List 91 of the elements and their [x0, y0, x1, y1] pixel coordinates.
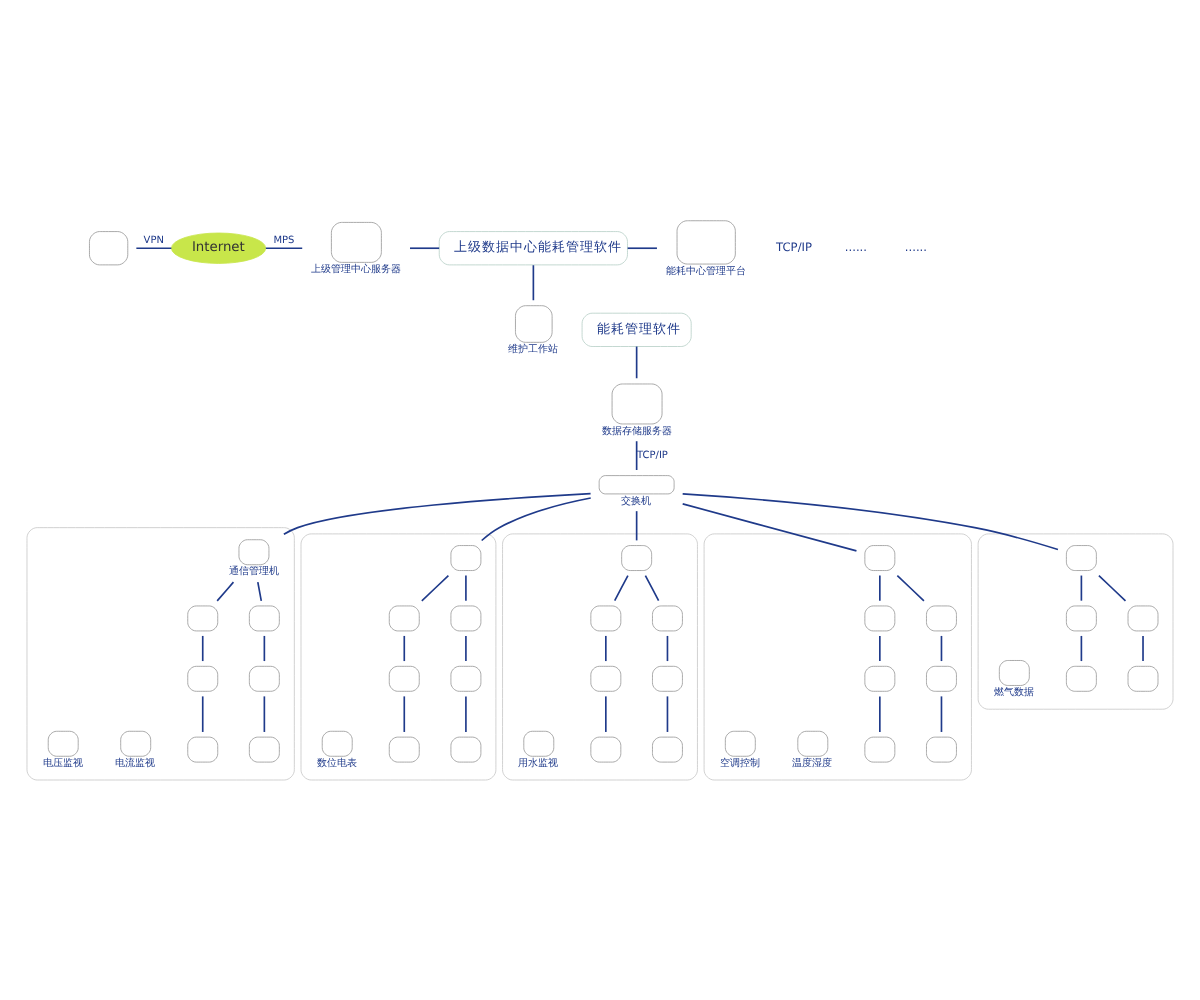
connector [635, 439, 638, 470]
connector [283, 491, 592, 535]
node-box [598, 474, 675, 494]
node-box [676, 219, 736, 264]
node-box [1127, 664, 1159, 691]
node-box [864, 604, 896, 631]
connector [135, 246, 173, 249]
node-box [450, 604, 482, 631]
connector [666, 694, 669, 732]
connector [681, 502, 858, 551]
node-box [797, 729, 829, 756]
node-box [1066, 664, 1097, 691]
connector [201, 634, 204, 661]
connector [644, 573, 660, 601]
connector [635, 509, 638, 541]
connector [465, 694, 467, 732]
node-box [321, 729, 353, 756]
cluster [703, 532, 972, 780]
node-box [248, 664, 280, 691]
node-box [515, 304, 553, 342]
node-box [248, 604, 280, 631]
node-box [388, 604, 420, 631]
connector [465, 573, 467, 601]
connector [263, 634, 266, 661]
connector [940, 694, 943, 732]
node-box [652, 664, 683, 691]
node-box [864, 735, 896, 762]
node-box [120, 729, 152, 756]
connector [879, 573, 881, 601]
node-box [89, 230, 129, 265]
connector [626, 246, 658, 249]
node-box [1127, 604, 1159, 631]
connector [216, 580, 235, 601]
node-box [1066, 544, 1097, 570]
cluster [26, 526, 295, 780]
connector [263, 694, 266, 732]
node-box [652, 735, 683, 762]
connector [635, 344, 638, 379]
connector [681, 492, 1059, 550]
node-box [450, 735, 482, 762]
connector [421, 573, 450, 601]
node-box [998, 659, 1030, 685]
node-box [864, 544, 896, 570]
connector [1080, 573, 1083, 601]
connector [256, 580, 263, 601]
connector [1098, 573, 1127, 601]
connector [613, 573, 629, 601]
node-box [621, 544, 653, 570]
connector [532, 263, 535, 301]
node-box [590, 735, 622, 762]
cluster [502, 532, 698, 780]
node-box [331, 221, 382, 262]
node-box [248, 735, 280, 762]
node-box [926, 604, 957, 631]
node-box [388, 735, 420, 762]
node-box [238, 538, 270, 565]
node-box [450, 544, 482, 570]
node-box [652, 604, 683, 631]
connector [409, 246, 440, 249]
connector [265, 246, 304, 249]
connector [201, 694, 204, 732]
node-box [450, 664, 482, 691]
cluster [300, 532, 497, 780]
node-box [864, 664, 896, 691]
node-box [926, 735, 957, 762]
connector [480, 496, 592, 541]
connector [666, 634, 669, 661]
connector [1142, 634, 1144, 661]
connector [605, 634, 607, 661]
connector [896, 573, 925, 601]
connector [1080, 634, 1083, 661]
node-box [187, 664, 219, 691]
node-box [611, 382, 663, 424]
node-box [523, 729, 555, 756]
node-box [47, 729, 79, 756]
connector [879, 634, 881, 661]
node-box [187, 604, 219, 631]
connector [940, 634, 943, 661]
connector [403, 634, 406, 661]
node-box [590, 604, 622, 631]
node-box [590, 664, 622, 691]
cluster [977, 532, 1174, 709]
connector [465, 634, 467, 661]
connector [403, 694, 406, 732]
node-box [388, 664, 420, 691]
node-box [724, 729, 756, 756]
connector [879, 694, 881, 732]
node-box [187, 735, 219, 762]
node-box [926, 664, 957, 691]
node-box [1066, 604, 1097, 631]
connector [605, 694, 607, 732]
